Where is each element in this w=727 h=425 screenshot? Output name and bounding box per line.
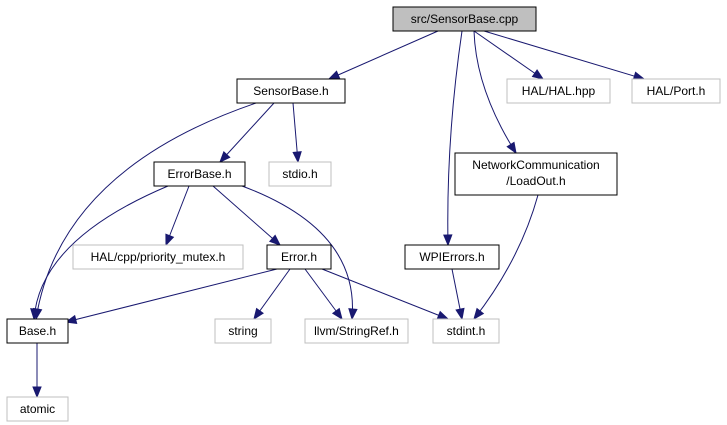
node-label: NetworkCommunication (472, 158, 599, 172)
node-box (214, 318, 272, 344)
node-label: stdint.h (447, 324, 486, 338)
node-label: Error.h (281, 250, 317, 264)
edge-arrowhead (30, 308, 40, 321)
edge-sensorbase_h-to-base_h (32, 102, 257, 321)
edge-line (241, 185, 354, 320)
edge-arrowhead (292, 151, 302, 164)
edge-arrowhead (253, 307, 264, 321)
node-netcomm[interactable]: NetworkCommunication/LoadOut.h (454, 152, 618, 196)
edge-errorbase_h-to-stringref (241, 185, 358, 321)
edge-sensorbase_cpp-to-hal_hpp (473, 30, 545, 80)
edge-line (321, 268, 449, 320)
edge-line (33, 185, 169, 320)
edge-arrowhead (331, 307, 343, 321)
node-label: atomic (20, 402, 55, 416)
edge-arrowhead (327, 70, 341, 80)
edge-errorbase_h-to-error_h (212, 185, 282, 246)
edge-line (447, 30, 463, 246)
edge-line (328, 30, 439, 80)
node-label: Base.h (19, 324, 56, 338)
node-label: src/SensorBase.cpp (411, 12, 519, 26)
edge-arrowhead (531, 69, 545, 80)
node-label: HAL/cpp/priority_mutex.h (91, 250, 226, 264)
node-box (72, 244, 244, 270)
node-hal-hpp: HAL/HAL.hpp (506, 78, 611, 104)
edge-line (35, 102, 257, 320)
edge-arrowhead (219, 151, 231, 163)
node-box (432, 318, 500, 344)
edge-line (219, 102, 275, 163)
node-box (236, 78, 346, 104)
edge-arrowhead (32, 386, 42, 399)
node-box (506, 78, 611, 104)
node-box (153, 161, 246, 187)
node-label: SensorBase.h (253, 84, 328, 98)
edge-line (165, 185, 190, 246)
edge-arrowhead (436, 310, 450, 320)
node-string: string (214, 318, 272, 344)
node-error-h[interactable]: Error.h (266, 244, 332, 270)
node-label-line2: /LoadOut.h (506, 174, 565, 188)
node-box (404, 244, 500, 270)
edge-error_h-to-base_h (64, 268, 278, 325)
node-label: string (228, 324, 257, 338)
node-stdio-h: stdio.h (268, 161, 332, 187)
edge-netcomm-to-stdint (473, 194, 539, 321)
edge-error_h-to-stdint (321, 268, 450, 320)
edge-arrowhead (455, 307, 465, 321)
edge-line (473, 30, 544, 80)
node-box (631, 78, 721, 104)
node-errorbase-h[interactable]: ErrorBase.h (153, 161, 246, 187)
node-stdint: stdint.h (432, 318, 500, 344)
edge-line (483, 30, 645, 80)
node-box (392, 6, 537, 32)
edges-layer (30, 30, 646, 399)
node-base-h[interactable]: Base.h (6, 318, 69, 344)
edge-error_h-to-stringref (304, 268, 343, 321)
edge-line (473, 194, 539, 320)
edge-arrowhead (165, 233, 175, 247)
node-label: HAL/HAL.hpp (522, 84, 596, 98)
edge-sensorbase_cpp-to-sensorbase_h (327, 30, 439, 80)
node-box (6, 396, 69, 422)
node-hal-port: HAL/Port.h (631, 78, 721, 104)
edge-sensorbase_cpp-to-hal_port (483, 30, 646, 81)
node-box (268, 161, 332, 187)
edge-errorbase_h-to-priority_mutex (165, 185, 190, 247)
edge-line (212, 185, 281, 246)
edge-wpierrors-to-stdint (451, 268, 465, 321)
node-box (266, 244, 332, 270)
edge-errorbase_h-to-base_h (30, 185, 169, 321)
node-box (454, 152, 618, 196)
edge-arrowhead (268, 234, 282, 246)
edge-base_h-to-atomic (32, 343, 42, 399)
node-stringref: llvm/StringRef.h (304, 318, 409, 344)
edge-arrowhead (473, 307, 485, 321)
edge-arrowhead (348, 308, 358, 321)
edge-line (65, 268, 278, 323)
node-box (6, 318, 69, 344)
edge-sensorbase_h-to-errorbase_h (219, 102, 275, 163)
node-label: stdio.h (282, 167, 317, 181)
edge-error_h-to-string (253, 268, 291, 321)
node-label: llvm/StringRef.h (314, 324, 399, 338)
node-label: ErrorBase.h (167, 167, 231, 181)
edge-sensorbase_cpp-to-wpierrors (443, 30, 463, 247)
node-label: HAL/Port.h (647, 84, 706, 98)
edge-arrowhead (443, 234, 453, 247)
edge-arrowhead (64, 314, 78, 325)
node-priority-mutex: HAL/cpp/priority_mutex.h (72, 244, 244, 270)
node-sensorbase-cpp[interactable]: src/SensorBase.cpp (392, 6, 537, 32)
edge-line (473, 30, 517, 154)
edge-sensorbase_h-to-stdio_h (292, 102, 302, 164)
node-atomic: atomic (6, 396, 69, 422)
node-wpierrors[interactable]: WPIErrors.h (404, 244, 500, 270)
node-label: WPIErrors.h (419, 250, 484, 264)
node-box (304, 318, 409, 344)
node-sensorbase-h[interactable]: SensorBase.h (236, 78, 346, 104)
edge-sensorbase_cpp-to-netcomm (473, 30, 517, 155)
edge-arrowhead (506, 141, 517, 155)
